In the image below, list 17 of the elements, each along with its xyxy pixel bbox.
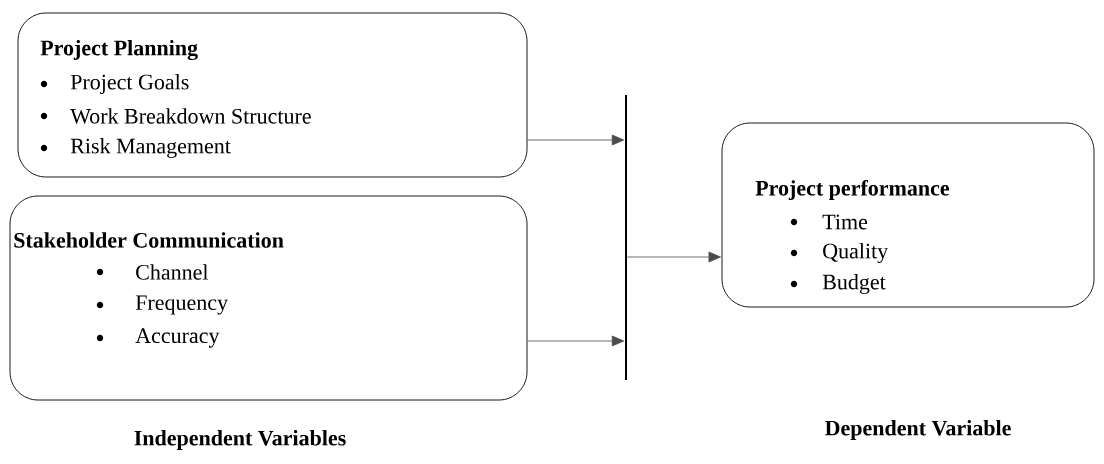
bullet-item: Risk Management	[40, 138, 231, 158]
bullet-item: Work Breakdown Structure	[40, 108, 311, 124]
arrow	[626, 251, 721, 263]
box-heading: Project performance	[755, 179, 950, 201]
box-heading: Stakeholder Communication	[14, 232, 284, 248]
bullet-item: Channel	[96, 264, 209, 280]
axis-caption: Independent Variables	[134, 430, 346, 450]
bullet-item: Accuracy	[96, 328, 220, 348]
bullet-item: Time	[790, 214, 868, 230]
bullet-item: Project Goals	[40, 74, 189, 94]
bullet-item: Quality	[790, 243, 889, 263]
bullet-item: Budget	[790, 274, 886, 294]
box-heading: Project Planning	[40, 39, 198, 61]
arrow	[527, 335, 625, 347]
axis-caption: Dependent Variable	[825, 420, 1011, 440]
arrow	[527, 134, 625, 146]
bullet-item: Frequency	[96, 295, 228, 315]
